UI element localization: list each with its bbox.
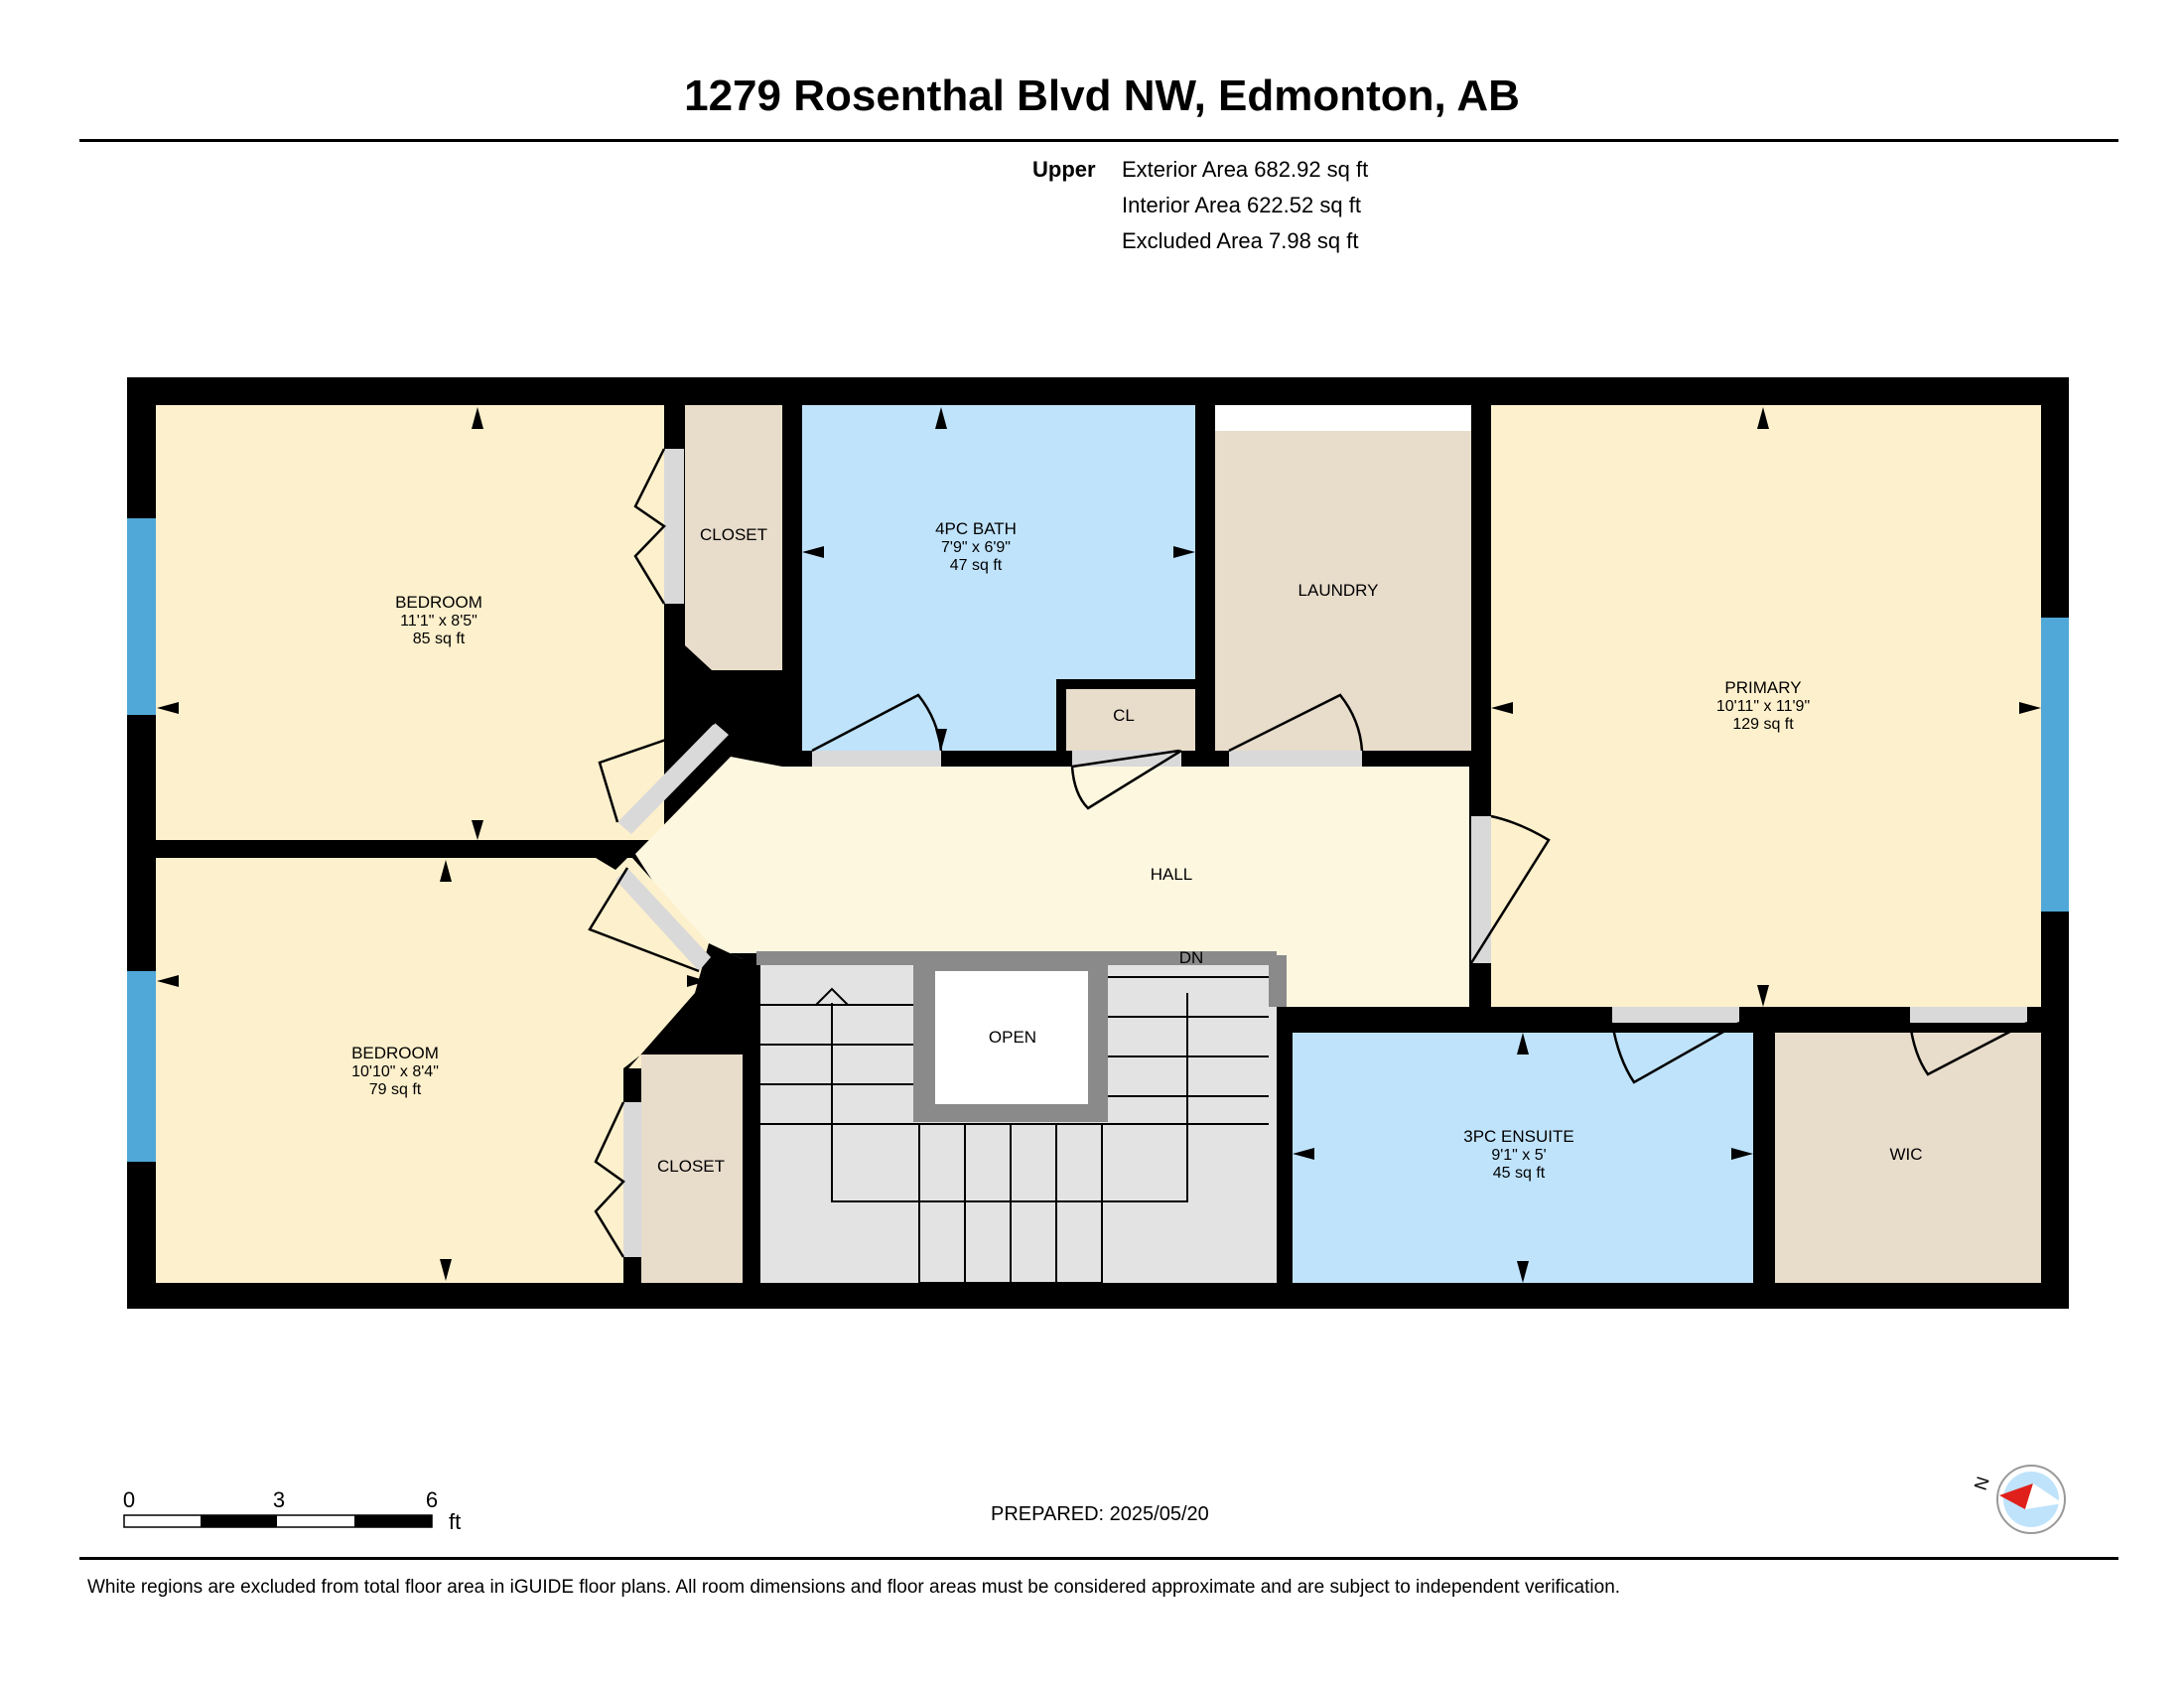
dn-label: DN bbox=[1179, 948, 1204, 967]
ensuite-wic-wall bbox=[1753, 1033, 1775, 1283]
disclaimer-text: White regions are excluded from total fl… bbox=[87, 1577, 1621, 1598]
open-to-below bbox=[935, 971, 1088, 1104]
closet-1-door bbox=[664, 449, 684, 604]
bath-name: 4PC BATH bbox=[935, 519, 1017, 538]
wic-door bbox=[1910, 1007, 2027, 1023]
wic-name: WIC bbox=[1889, 1145, 1922, 1164]
excluded-area: Excluded Area 7.98 sq ft bbox=[1122, 228, 1359, 253]
footer-rule bbox=[79, 1557, 2118, 1560]
scale-tick-3: 3 bbox=[273, 1487, 285, 1512]
bath-door bbox=[812, 751, 941, 767]
closet-2-floor bbox=[641, 1055, 743, 1283]
page-title: 1279 Rosenthal Blvd NW, Edmonton, AB bbox=[684, 71, 1520, 120]
ensuite-door bbox=[1612, 1007, 1739, 1023]
bedroom-2-door bbox=[615, 868, 711, 971]
ensuite-dims: 9'1" x 5' bbox=[1491, 1147, 1546, 1164]
primary-name: PRIMARY bbox=[1724, 678, 1801, 697]
bedroom-1-area: 85 sq ft bbox=[413, 631, 466, 647]
prepared-date: PREPARED: 2025/05/20 bbox=[991, 1503, 1209, 1525]
primary-floor bbox=[1491, 405, 2041, 1009]
excluded-region bbox=[1215, 405, 1471, 431]
scale-tick-6: 6 bbox=[426, 1487, 438, 1512]
ensuite-left-wall bbox=[1277, 1007, 1293, 1283]
laundry-door bbox=[1229, 751, 1362, 767]
bedroom-2-area: 79 sq ft bbox=[369, 1081, 422, 1098]
ensuite-floor bbox=[1293, 1033, 1753, 1283]
bedroom-1-name: BEDROOM bbox=[395, 593, 482, 612]
hall-wedge-top bbox=[712, 677, 802, 767]
dimension-arrows bbox=[157, 407, 2041, 1283]
scale-unit: ft bbox=[449, 1509, 461, 1534]
window-primary bbox=[2041, 618, 2069, 912]
window-bedroom-2 bbox=[127, 971, 156, 1162]
wic-floor bbox=[1775, 1033, 2041, 1283]
compass-icon: N bbox=[1971, 1465, 2066, 1534]
interior-area: Interior Area 622.52 sq ft bbox=[1122, 193, 1361, 217]
bath-area: 47 sq ft bbox=[950, 557, 1003, 574]
bedroom-1-floor bbox=[156, 405, 664, 840]
primary-door bbox=[1471, 816, 1491, 963]
room-labels: BEDROOM 11'1" x 8'5" 85 sq ft CLOSET 4PC… bbox=[351, 519, 1922, 1182]
laundry-name: LAUNDRY bbox=[1298, 581, 1379, 600]
primary-area: 129 sq ft bbox=[1732, 716, 1794, 733]
bath-dims: 7'9" x 6'9" bbox=[941, 539, 1011, 556]
bedroom-divider-wall bbox=[156, 840, 605, 858]
bedroom-1-dims: 11'1" x 8'5" bbox=[400, 613, 478, 630]
scale-bar: 0 3 6 ft bbox=[123, 1487, 461, 1534]
hall-floor bbox=[635, 757, 1469, 1007]
bedroom-2-floor bbox=[156, 858, 632, 1283]
title-rule bbox=[79, 139, 2118, 142]
hall-name: HALL bbox=[1151, 865, 1193, 884]
bedroom-1-door bbox=[617, 723, 729, 834]
open-name: OPEN bbox=[989, 1028, 1036, 1047]
stairs-left-wall bbox=[743, 953, 760, 1283]
bedroom-divider-corner bbox=[596, 840, 635, 870]
cl-name: CL bbox=[1113, 706, 1135, 725]
closet-1-name: CLOSET bbox=[700, 525, 767, 544]
bedroom-2-name: BEDROOM bbox=[351, 1044, 439, 1062]
primary-dims: 10'11" x 11'9" bbox=[1716, 698, 1810, 715]
cl-floor bbox=[1066, 689, 1195, 751]
level-label: Upper bbox=[1032, 157, 1096, 182]
compass-north-label: N bbox=[1971, 1475, 1993, 1493]
closet-2-door bbox=[623, 1102, 641, 1257]
ensuite-name: 3PC ENSUITE bbox=[1463, 1127, 1573, 1146]
closet-1-floor bbox=[685, 405, 782, 670]
laundry-left-wall bbox=[1195, 405, 1215, 767]
window-bedroom-1 bbox=[127, 518, 156, 715]
bath-left-wall bbox=[782, 405, 802, 767]
ensuite-area: 45 sq ft bbox=[1493, 1165, 1546, 1182]
exterior-area: Exterior Area 682.92 sq ft bbox=[1122, 157, 1369, 182]
closet-2-name: CLOSET bbox=[657, 1157, 725, 1176]
bedroom-2-dims: 10'10" x 8'4" bbox=[351, 1063, 439, 1080]
scale-tick-0: 0 bbox=[123, 1487, 135, 1512]
hall-wedge-bottom bbox=[623, 943, 743, 1074]
stairs bbox=[756, 951, 1287, 1284]
